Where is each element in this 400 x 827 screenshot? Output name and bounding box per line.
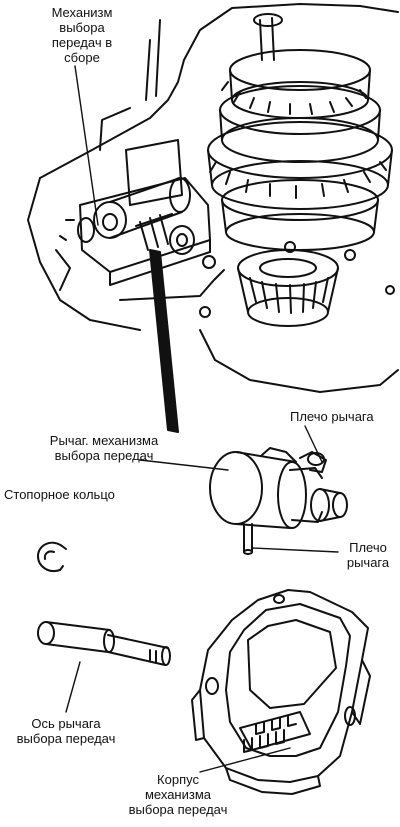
output-shaft-bearing xyxy=(237,249,339,327)
label-lever-arm-top: Плечо рычага xyxy=(290,409,374,424)
leader-lines xyxy=(65,65,339,773)
label-lever-axis: Ось рычага выбора передач xyxy=(16,716,116,746)
casing-studs xyxy=(199,241,395,318)
label-lever-arm-bottom: Плечо рычага xyxy=(346,540,390,570)
lever-axis-part xyxy=(37,621,171,666)
selector-lever-part xyxy=(209,447,348,555)
label-lever: Рычаг. механизма выбора передач xyxy=(49,433,159,463)
label-retaining-ring: Стопорное кольцо xyxy=(4,487,115,502)
label-assembly: Механизм выбора передач в сборе xyxy=(51,5,113,65)
gear-stack xyxy=(207,13,393,251)
selector-mechanism-assembly xyxy=(77,139,211,286)
retaining-ring-part xyxy=(37,541,67,572)
selector-housing-part xyxy=(191,589,371,795)
label-housing: Корпус механизма выбора передач xyxy=(128,772,228,817)
selector-lever-shaft xyxy=(149,249,179,433)
